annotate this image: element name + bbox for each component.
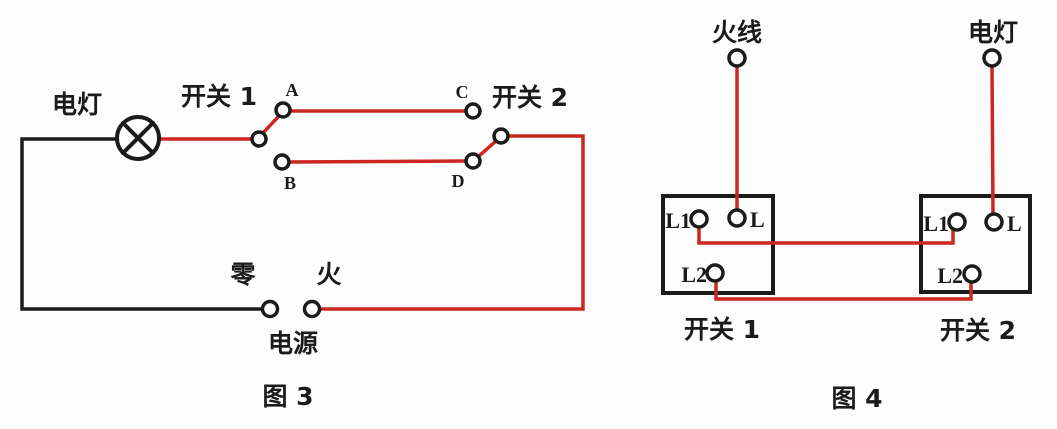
lamp-wire-drop xyxy=(990,64,995,216)
figure-4-title: 图 4 xyxy=(831,384,882,413)
switch1-pivot-terminal xyxy=(250,130,268,148)
switch2-l2-label: L2 xyxy=(937,263,963,288)
fig4-switch2-label: 开关 2 xyxy=(940,316,1016,345)
terminal-c xyxy=(464,102,482,120)
terminal-a xyxy=(274,101,292,119)
switch2-l1-terminal xyxy=(947,212,967,232)
terminal-b xyxy=(273,153,291,171)
lamp-terminal xyxy=(982,48,1002,68)
figure-3: 电灯 开关 1 开关 2 A B C D 零 火 电源 图 3 xyxy=(20,80,585,411)
neutral-terminal xyxy=(260,299,280,319)
terminal-d-label: D xyxy=(452,171,465,191)
terminal-d xyxy=(464,152,482,170)
switch2-l-terminal xyxy=(984,212,1004,232)
lamp-symbol xyxy=(115,115,161,161)
terminal-b-label: B xyxy=(284,173,296,193)
fig4-lamp-label: 电灯 xyxy=(968,18,1018,47)
live-terminal xyxy=(302,299,322,319)
fig3-switch1-label: 开关 1 xyxy=(181,82,257,111)
live-label: 火 xyxy=(316,260,341,289)
switch2-pivot-terminal xyxy=(492,127,510,145)
live-wire-terminal xyxy=(727,48,747,68)
switch2-lever xyxy=(476,138,499,159)
switch2-l1-label: L1 xyxy=(923,211,949,236)
switch1-l1-terminal xyxy=(689,209,709,229)
wire-l2-to-l2 xyxy=(714,279,973,301)
switch1-l1-label: L1 xyxy=(665,208,691,233)
fig3-switch2-label: 开关 2 xyxy=(492,83,568,112)
fig3-lamp-label: 电灯 xyxy=(52,90,102,119)
live-wire-label: 火线 xyxy=(712,18,762,47)
terminal-c-label: C xyxy=(456,82,469,102)
neutral-wire xyxy=(20,137,264,311)
wire-switch2-to-live xyxy=(317,134,585,311)
wire-b-to-d xyxy=(287,159,468,164)
neutral-label: 零 xyxy=(229,260,256,289)
switch2-l-label: L xyxy=(1007,211,1022,236)
switch2-l2-terminal xyxy=(962,264,982,284)
switch1-l2-label: L2 xyxy=(681,262,707,287)
power-source-label: 电源 xyxy=(268,329,318,358)
figure-4: L1 L L2 L1 L L2 火线 电灯 开关 1 开关 2 图 4 xyxy=(661,18,1032,413)
figure-3-title: 图 3 xyxy=(262,382,313,411)
switch1-l-label: L xyxy=(750,207,765,232)
switch1-lever xyxy=(259,113,282,137)
wire-l1-to-l1 xyxy=(697,225,955,245)
terminal-a-label: A xyxy=(286,80,299,100)
fig4-switch1-label: 开关 1 xyxy=(684,315,760,344)
lamp-cross-2 xyxy=(121,121,155,155)
switch1-l-terminal xyxy=(727,208,747,228)
switch1-l2-terminal xyxy=(705,263,725,283)
